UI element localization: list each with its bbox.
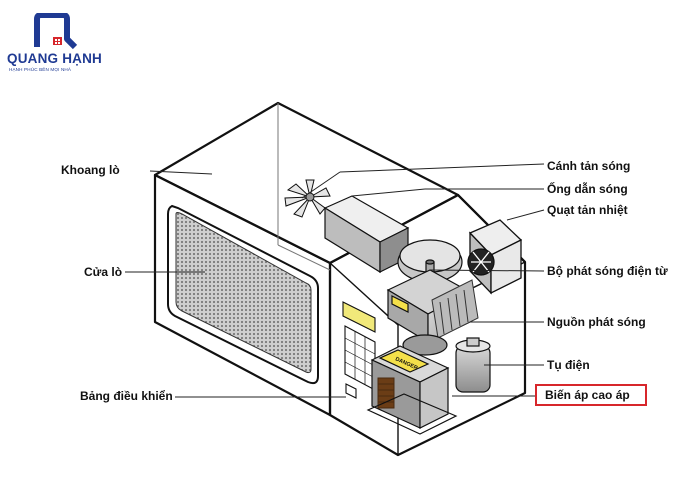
- capacitor-graphic: [455, 337, 491, 393]
- leader-lines: [125, 163, 545, 398]
- label-capacitor: Tụ điện: [547, 358, 590, 372]
- label-door: Cửa lò: [84, 265, 123, 279]
- control-panel-graphic: [342, 301, 376, 399]
- transformer-graphic: [366, 345, 458, 435]
- brand-name: QUANG HẠNH: [7, 51, 102, 66]
- label-waveguide: Ống dẫn sóng: [547, 182, 628, 196]
- door-mesh: [175, 212, 312, 374]
- label-magnetron: Bộ phát sóng điện từ: [547, 264, 668, 278]
- brand-tagline: HẠNH PHÚC BÊN MỌI NHÀ: [9, 67, 72, 72]
- waveguide-graphic: [323, 195, 410, 274]
- label-control-panel: Bảng điều khiển: [80, 389, 173, 403]
- stirrer-fan-graphic: [284, 179, 331, 218]
- label-transformer: Biến áp cao áp: [545, 388, 630, 402]
- magnetron-graphic: [386, 239, 479, 356]
- highlight-box: [535, 384, 647, 406]
- label-stirrer: Cánh tản sóng: [547, 159, 631, 173]
- label-power-supply: Nguồn phát sóng: [547, 315, 646, 329]
- label-cooling-fan: Quạt tản nhiệt: [547, 203, 628, 217]
- quang-hanh-logo-icon: [34, 13, 78, 50]
- label-cavity: Khoang lò: [61, 163, 120, 177]
- cooling-fan-graphic: [467, 219, 523, 295]
- oven-door: [167, 204, 319, 385]
